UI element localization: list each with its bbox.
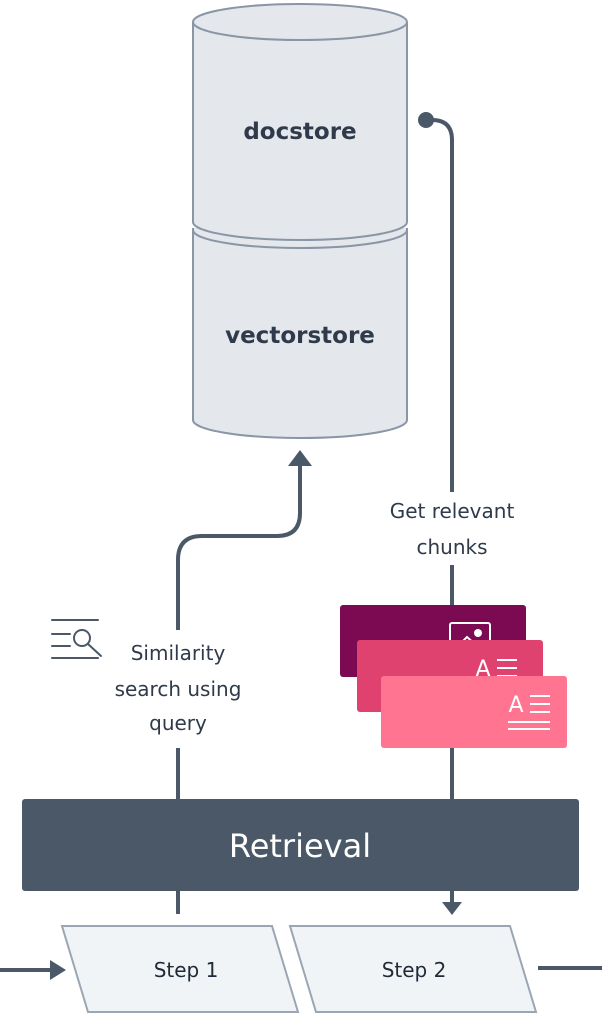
step-1-shape (60, 925, 300, 1013)
docstore-connector-line (426, 118, 454, 492)
cylinder-top (192, 3, 408, 41)
similarity-line-1: Similarity (131, 641, 226, 665)
vectorstore-label: vectorstore (225, 323, 375, 349)
step-2-shape (288, 925, 538, 1013)
chunk-cards: A A (340, 605, 567, 748)
svg-text:A: A (508, 693, 523, 718)
retrieval-bar (22, 799, 579, 891)
chunk-card-text-2: A (381, 676, 567, 748)
connector-dot (418, 112, 434, 128)
vectorstore-connector-line (176, 462, 302, 800)
storage-cylinder: docstore vectorstore (192, 3, 408, 439)
get-chunks-line-1: Get relevant (390, 499, 515, 523)
arrowhead-down-icon (442, 902, 462, 915)
step-2: Step 2 (288, 925, 538, 1013)
text-icon: A (508, 693, 550, 730)
get-chunks-annotation: Get relevant chunks (390, 499, 515, 559)
cylinder-seam (192, 229, 408, 249)
search-list-icon (51, 619, 102, 659)
retrieval-block: Retrieval (22, 799, 579, 891)
docstore-label: docstore (243, 119, 356, 145)
docstore-body (192, 22, 408, 241)
svg-text:A: A (475, 657, 490, 682)
step-2-label: Step 2 (382, 958, 447, 982)
similarity-line-2: search using (115, 677, 242, 701)
step-1: Step 1 (60, 925, 300, 1013)
arrowhead-right-icon (50, 960, 66, 980)
similarity-line-3: query (149, 711, 207, 735)
step-1-label: Step 1 (154, 958, 219, 982)
similarity-connector (176, 450, 312, 800)
retrieval-label: Retrieval (229, 827, 371, 865)
vectorstore-body (192, 228, 408, 439)
get-chunks-line-2: chunks (416, 535, 487, 559)
arrowhead-up-icon (288, 450, 312, 466)
similarity-annotation: Similarity search using query (115, 641, 242, 735)
